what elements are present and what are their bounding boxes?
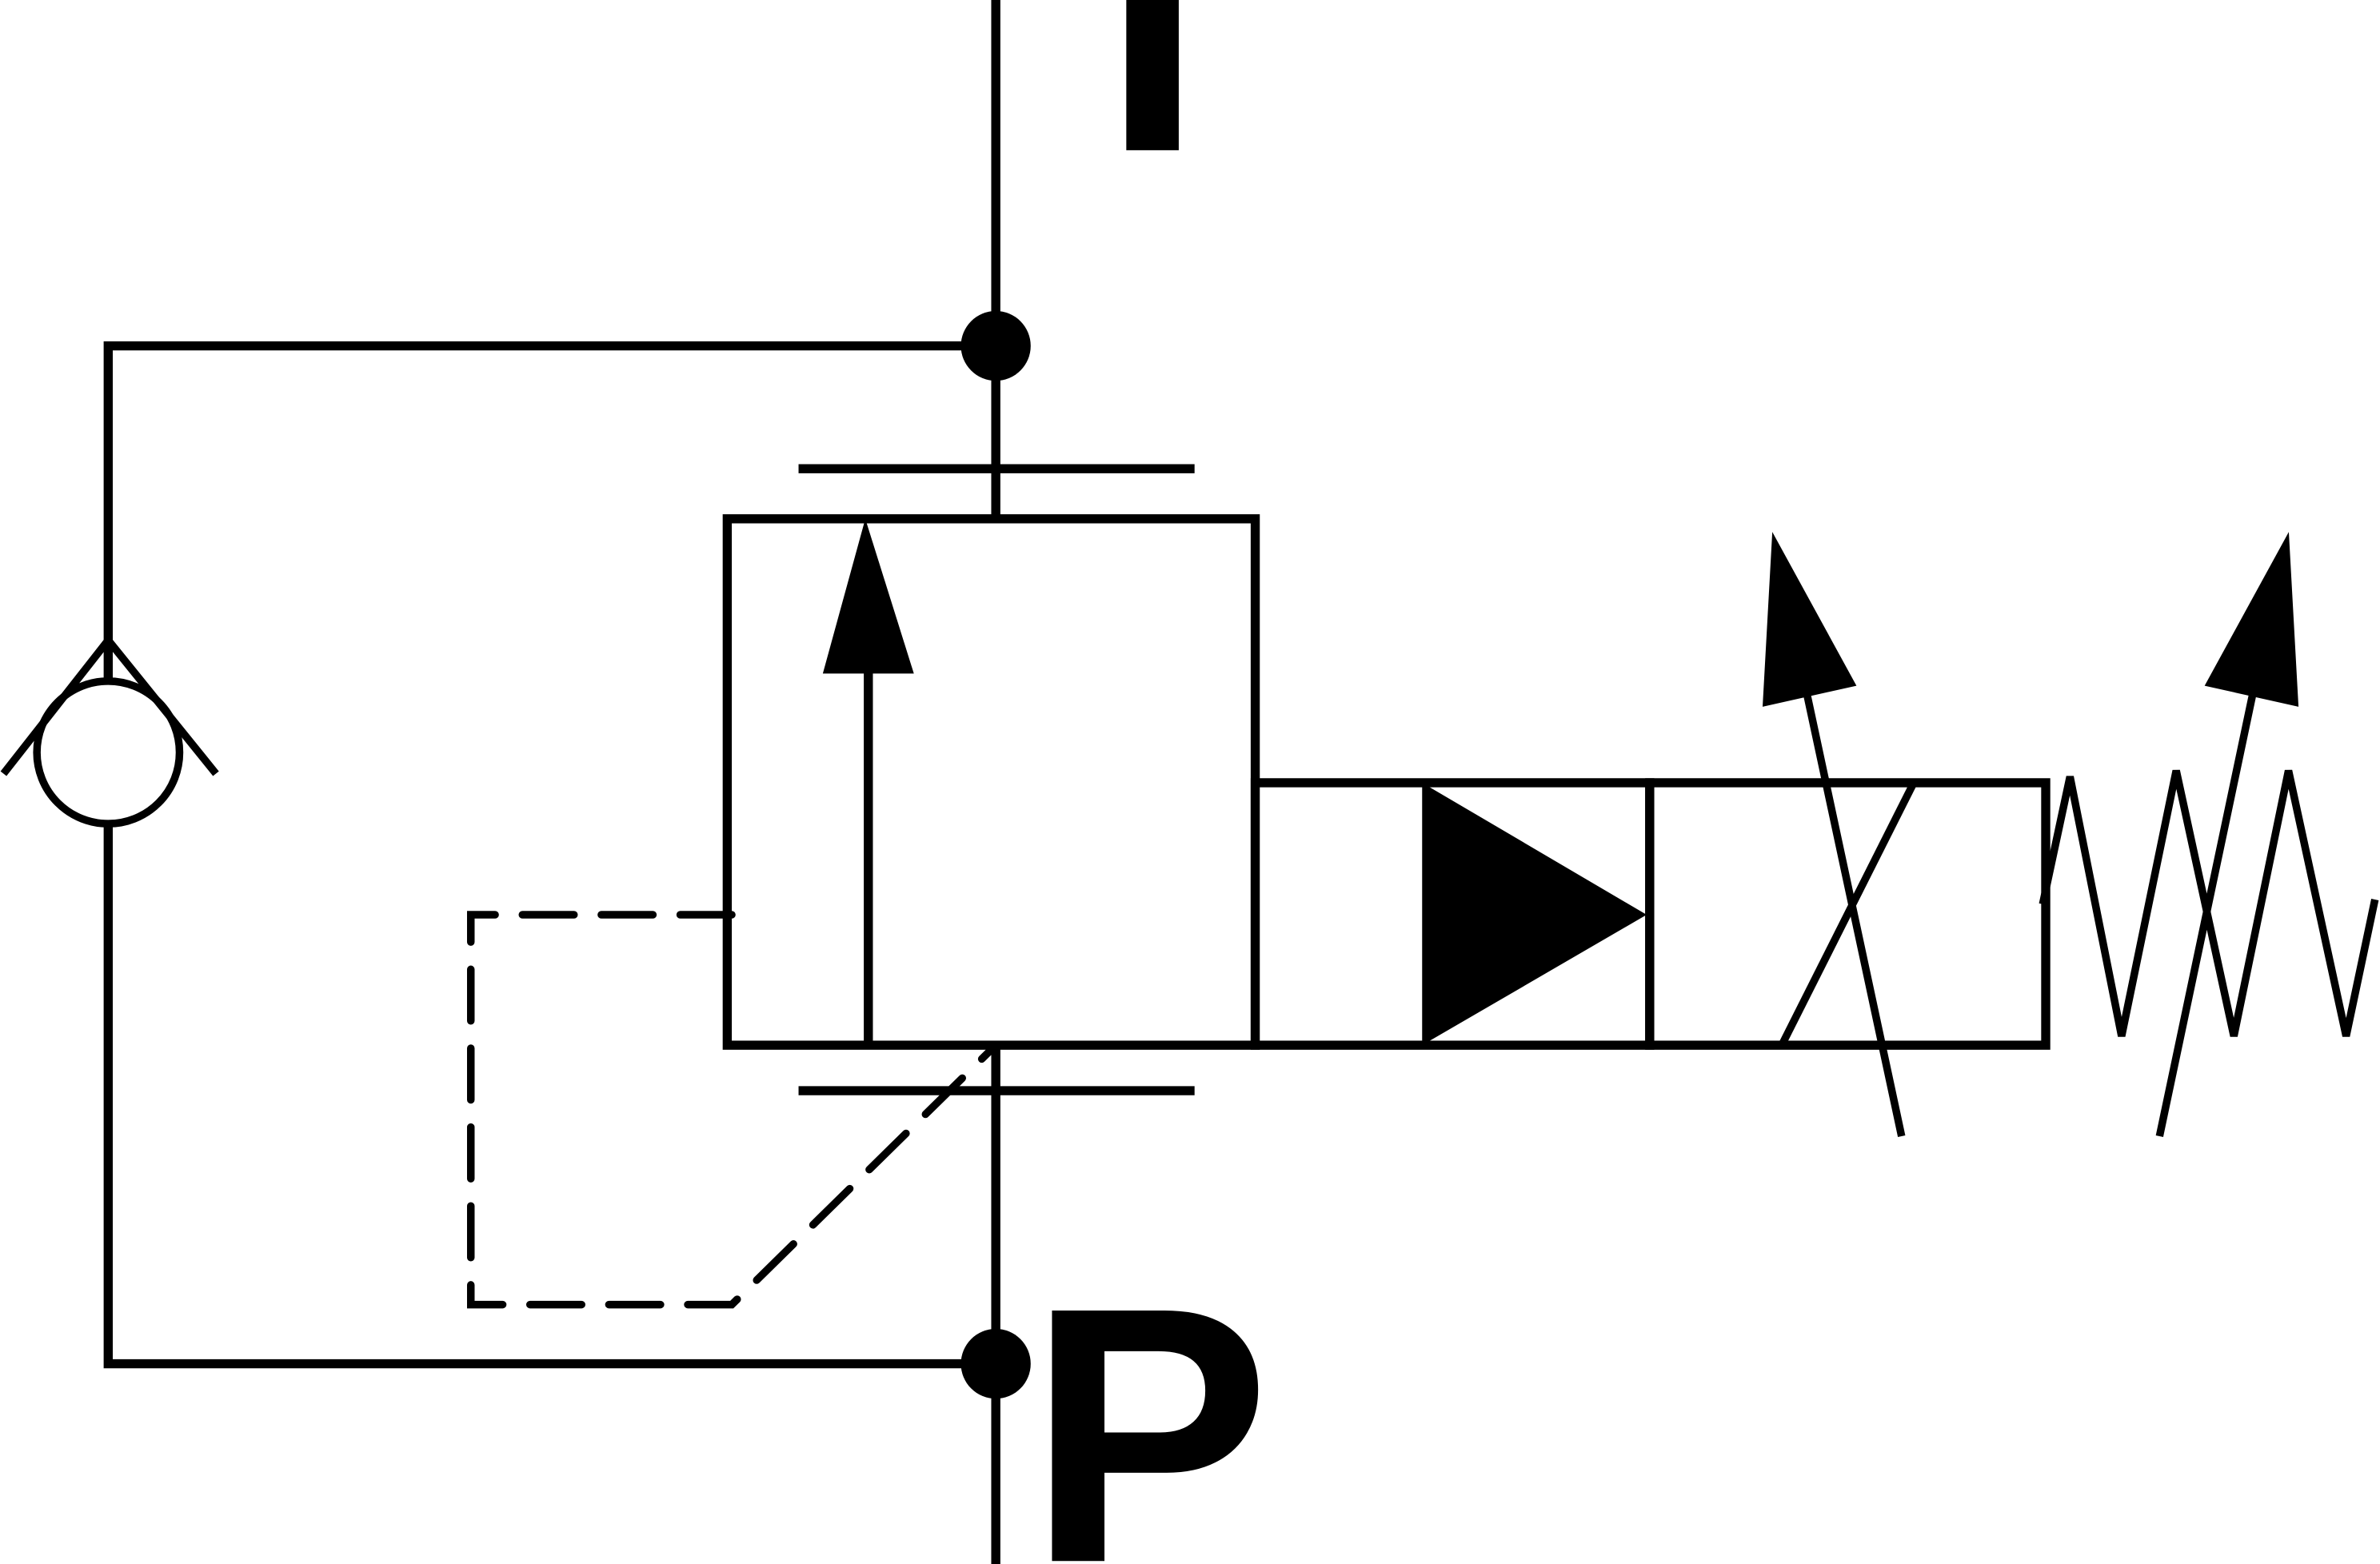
main-valve-body <box>722 514 1260 1050</box>
spring-adjust-arrow-head-icon <box>2204 532 2299 707</box>
operator-housing <box>1250 778 2051 1050</box>
pilot-line <box>466 911 1000 1309</box>
check-valve <box>0 633 219 828</box>
proportional-box <box>1645 778 2051 1050</box>
tank-port-label: T <box>1041 0 1264 228</box>
solenoid-triangle-icon <box>1422 782 1647 1046</box>
proportional-diagonal-line <box>1778 780 1918 1047</box>
proportional-adjust-arrow <box>1762 532 1906 1137</box>
spring-adjust-arrow <box>2155 532 2299 1137</box>
main-valve-envelope <box>722 514 1260 1050</box>
flow-direction-arrow-icon <box>822 518 914 674</box>
adjust-arrow-head-icon <box>1762 532 1857 707</box>
bypass-line <box>103 341 996 1369</box>
pressure-port-label: P <box>1028 1232 1271 1564</box>
